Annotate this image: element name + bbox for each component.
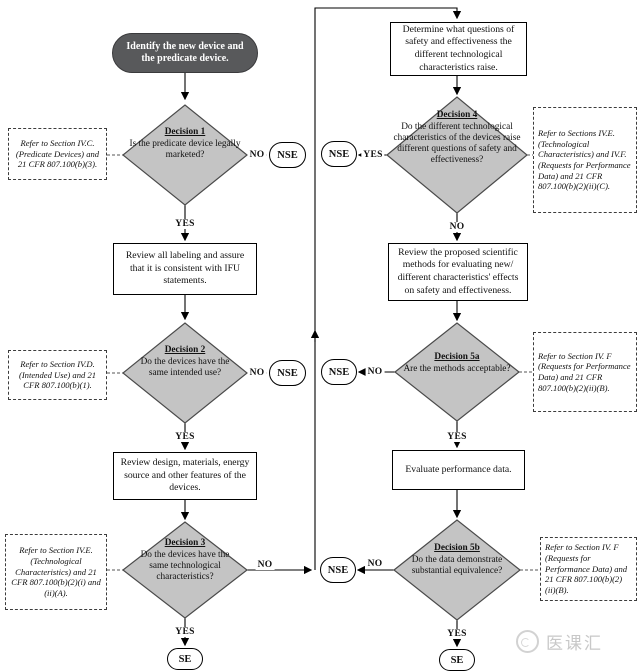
nse-terminal-1: NSE bbox=[269, 142, 306, 168]
decision-3-question: Do the devices have the same technologic… bbox=[140, 549, 230, 582]
se-terminal-1: SE bbox=[167, 648, 203, 670]
edge-label-no-4: NO bbox=[447, 222, 467, 232]
nse-terminal-3: NSE bbox=[321, 141, 357, 167]
note-section-ive: Refer to Section IV.E. (Technological Ch… bbox=[5, 534, 107, 610]
process-review-design: Review design, materials, energy source … bbox=[113, 452, 257, 500]
note-section-ivf-2: Refer to Section IV. F (Requests for Per… bbox=[540, 537, 637, 601]
decision-3-title: Decision 3 bbox=[164, 538, 206, 548]
decision-1-question: Is the predicate device legally marketed… bbox=[129, 138, 241, 160]
decision-5a-diamond bbox=[394, 322, 520, 422]
edge-label-yes-5: YES bbox=[445, 432, 469, 442]
watermark-logo-icon bbox=[516, 630, 539, 653]
decision-3-text: Decision 3 Do the devices have the same … bbox=[133, 538, 237, 583]
decision-4-title: Decision 4 bbox=[436, 110, 478, 120]
decision-1-diamond bbox=[122, 104, 248, 206]
edge-label-no-5: NO bbox=[365, 367, 385, 377]
process-review-labeling: Review all labeling and assure that it i… bbox=[113, 243, 257, 295]
decision-5a-title: Decision 5a bbox=[434, 352, 480, 362]
process-evaluate-data: Evaluate performance data. bbox=[392, 450, 525, 490]
decision-5b-question: Do the data demonstrate substantial equi… bbox=[411, 554, 503, 576]
watermark: 医课汇 bbox=[516, 629, 603, 654]
decision-4-diamond bbox=[386, 96, 528, 214]
note-section-ivf-1: Refer to Section IV. F (Requests for Per… bbox=[533, 332, 637, 412]
decision-3-diamond bbox=[122, 521, 248, 619]
note-section-ivc: Refer to Section IV.C. (Predicate Device… bbox=[8, 128, 107, 180]
edge-label-no-2: NO bbox=[247, 368, 267, 378]
edge-label-no-6: NO bbox=[365, 559, 385, 569]
start-node: Identify the new device and the predicat… bbox=[112, 33, 258, 73]
edge-label-yes-2: YES bbox=[173, 432, 197, 442]
decision-2-title: Decision 2 bbox=[164, 345, 206, 355]
nse-terminal-4: NSE bbox=[321, 359, 357, 385]
decision-2-question: Do the devices have the same intended us… bbox=[140, 356, 230, 378]
decision-5b-text: Decision 5b Do the data demonstrate subs… bbox=[391, 543, 523, 577]
decision-5a-text: Decision 5a Are the methods acceptable? bbox=[402, 352, 512, 375]
decision-1-title: Decision 1 bbox=[164, 127, 206, 137]
note-section-ivd: Refer to Section IV.D. (Intended Use) an… bbox=[8, 350, 107, 400]
process-review-methods: Review the proposed scientific methods f… bbox=[388, 243, 528, 301]
note-sections-ive-ivf: Refer to Sections IV.E. (Technological C… bbox=[533, 107, 637, 213]
decision-5b-diamond bbox=[393, 519, 521, 621]
watermark-text: 医课汇 bbox=[546, 634, 603, 653]
decision-4-question: Do the different technological character… bbox=[393, 121, 521, 165]
edge-label-yes-4: YES bbox=[361, 150, 385, 160]
edge-label-yes-1: YES bbox=[173, 219, 197, 229]
nse-terminal-5: NSE bbox=[320, 557, 356, 583]
se-terminal-2: SE bbox=[439, 649, 475, 671]
edge-label-no-1: NO bbox=[247, 150, 267, 160]
nse-terminal-2: NSE bbox=[269, 360, 306, 386]
edge-label-yes-3: YES bbox=[173, 627, 197, 637]
decision-5a-question: Are the methods acceptable? bbox=[403, 363, 511, 374]
decision-4-text: Decision 4 Do the different technologica… bbox=[384, 110, 530, 166]
process-determine-questions: Determine what questions of safety and e… bbox=[390, 22, 527, 76]
decision-1-text: Decision 1 Is the predicate device legal… bbox=[127, 127, 243, 161]
decision-5b-title: Decision 5b bbox=[434, 543, 480, 553]
edge-label-yes-6: YES bbox=[445, 629, 469, 639]
decision-2-text: Decision 2 Do the devices have the same … bbox=[130, 345, 240, 379]
decision-2-diamond bbox=[122, 322, 248, 424]
edge-label-no-3: NO bbox=[255, 560, 275, 570]
